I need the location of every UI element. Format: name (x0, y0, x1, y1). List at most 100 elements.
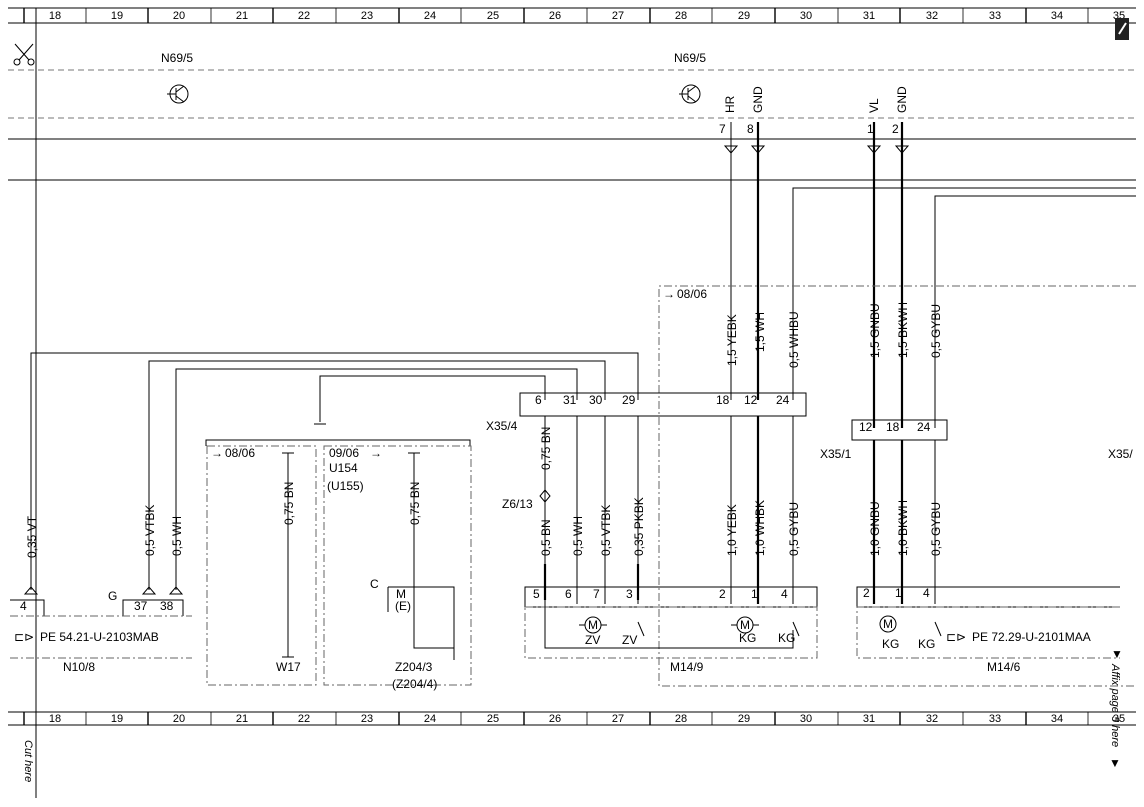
z6-13-label: Z6/13 (502, 497, 533, 511)
w17-label: W17 (276, 660, 301, 674)
x35-4-pin-30: 30 (589, 393, 603, 407)
grid-top-24: 24 (424, 10, 436, 22)
wire-0-5-vtbk-left: 0,5 VTBK (143, 505, 157, 556)
grid-top-34: 34 (1051, 10, 1063, 22)
pin-1: 1 (867, 122, 874, 136)
scissors-icon (13, 43, 35, 66)
wire-1-0-whbk: 1,0 WHBK (753, 500, 767, 556)
grid-bottom-25: 25 (487, 713, 499, 725)
x35-4-pin-24: 24 (776, 393, 790, 407)
grid-bottom-24: 24 (424, 713, 436, 725)
x35-right-label: X35/ (1108, 447, 1133, 461)
x35-4-label: X35/4 (486, 419, 518, 433)
m14-9-pin-7: 7 (593, 587, 600, 601)
grid-bottom-26: 26 (549, 713, 561, 725)
grid-top-26: 26 (549, 10, 561, 22)
x35-1-pin-18: 18 (886, 420, 900, 434)
x35-4-pin-18: 18 (716, 393, 730, 407)
m14-9-label: M14/9 (670, 660, 704, 674)
n69-5-right-label: N69/5 (674, 51, 706, 65)
grid-bottom-20: 20 (173, 713, 185, 725)
signal-gnd-2: GND (895, 86, 909, 113)
date-09-06: 09/06 (329, 446, 359, 460)
grid-top-19: 19 (111, 10, 123, 22)
m14-9-pin-2: 2 (719, 587, 726, 601)
wire-0-35-pkbk: 0,35 PKBK (632, 497, 646, 556)
m14-9-motor-label-2: M (740, 618, 750, 632)
connector-triangle-icon (141, 586, 157, 595)
pe-left-icon: ⊏⊳ (14, 630, 34, 644)
grid-bottom-31: 31 (863, 713, 875, 725)
affix-here-text: Affix page 3 here (1109, 663, 1121, 747)
wire-1-0-gnbu: 1,0 GNBU (868, 501, 882, 556)
wire-0-5-gybu: 0,5 GYBU (787, 502, 801, 556)
pin-8: 8 (747, 122, 754, 136)
m14-9-motor-label: M (588, 618, 598, 632)
signal-hr: HR (723, 95, 737, 113)
x35-4-pin-31: 31 (563, 393, 577, 407)
switch-kg-2 (934, 621, 942, 637)
x35-1-pin-12: 12 (859, 420, 873, 434)
grid-bottom-34: 34 (1051, 713, 1063, 725)
grid-top-30: 30 (800, 10, 812, 22)
kg-label-1: KG (739, 631, 756, 645)
u155-label: (U155) (327, 479, 364, 493)
wire-0-5-wh: 0,5 WH (571, 516, 585, 556)
z204-4-label: (Z204/4) (392, 677, 437, 691)
motor-icon (579, 616, 607, 634)
grid-top-22: 22 (298, 10, 310, 22)
wire-0-75-bn-x35: 0,75 BN (539, 427, 553, 470)
wire-0-5-whbu: 0,5 WHBU (787, 311, 801, 368)
zv-label-2: ZV (622, 633, 637, 647)
m14-6-pin-1: 1 (895, 586, 902, 600)
grid-bottom-32: 32 (926, 713, 938, 725)
n10-8-pin-38: 38 (160, 599, 174, 613)
pin-2: 2 (892, 122, 899, 136)
m14-6-pin-4: 4 (923, 586, 930, 600)
splice-diamond-icon (539, 489, 551, 503)
zv-label-1: ZV (585, 633, 600, 647)
grid-bottom-29: 29 (738, 713, 750, 725)
grid-bottom-27: 27 (612, 713, 624, 725)
wire-0-5-bn: 0,5 BN (539, 519, 553, 556)
kg-label-2: KG (778, 631, 795, 645)
bottom-grid-ruler (8, 711, 1136, 726)
m-label: M (396, 587, 406, 601)
grid-bottom-19: 19 (111, 713, 123, 725)
date-08-06-right: 08/06 (677, 287, 707, 301)
connector-triangle-icon (23, 586, 39, 595)
m14-9-pin-3: 3 (626, 587, 633, 601)
grid-top-23: 23 (361, 10, 373, 22)
grid-bottom-28: 28 (675, 713, 687, 725)
n10-8-label: N10/8 (63, 660, 95, 674)
wire-1-0-bkwh: 1,0 BKWH (896, 500, 910, 556)
affix-arrow-icon: ▼ (1111, 647, 1123, 661)
g-label: G (108, 589, 117, 603)
pe-right-icon: ⊏⊳ (946, 630, 966, 644)
grid-top-33: 33 (989, 10, 1001, 22)
motor-icon (879, 615, 897, 633)
x35-4-pin-6: 6 (535, 393, 542, 407)
affix-arrow-bottom-icon: ▼ (1109, 756, 1121, 770)
grid-top-31: 31 (863, 10, 875, 22)
date-arrow: → (663, 287, 675, 301)
u154-label: U154 (329, 461, 358, 475)
connector-triangle-icon (168, 586, 184, 595)
signal-gnd: GND (751, 86, 765, 113)
grid-top-20: 20 (173, 10, 185, 22)
wire-1-0-yebk: 1,0 YEBK (725, 504, 739, 556)
m14-6-label: M14/6 (987, 660, 1021, 674)
m14-9-pin-5: 5 (533, 587, 540, 601)
signal-vl: VL (867, 98, 881, 113)
kg-label-4: KG (918, 637, 935, 651)
wire-0-75-bn-w17: 0,75 BN (282, 482, 296, 525)
n10-8-pin-37: 37 (134, 599, 148, 613)
m14-9-pin-1: 1 (751, 587, 758, 601)
grid-top-29: 29 (738, 10, 750, 22)
wire-0-75-bn-z204: 0,75 BN (408, 482, 422, 525)
grid-bottom-35: 35 (1113, 713, 1125, 725)
grid-top-25: 25 (487, 10, 499, 22)
m14-6-motor-label: M (883, 617, 893, 631)
pin-7: 7 (719, 122, 726, 136)
